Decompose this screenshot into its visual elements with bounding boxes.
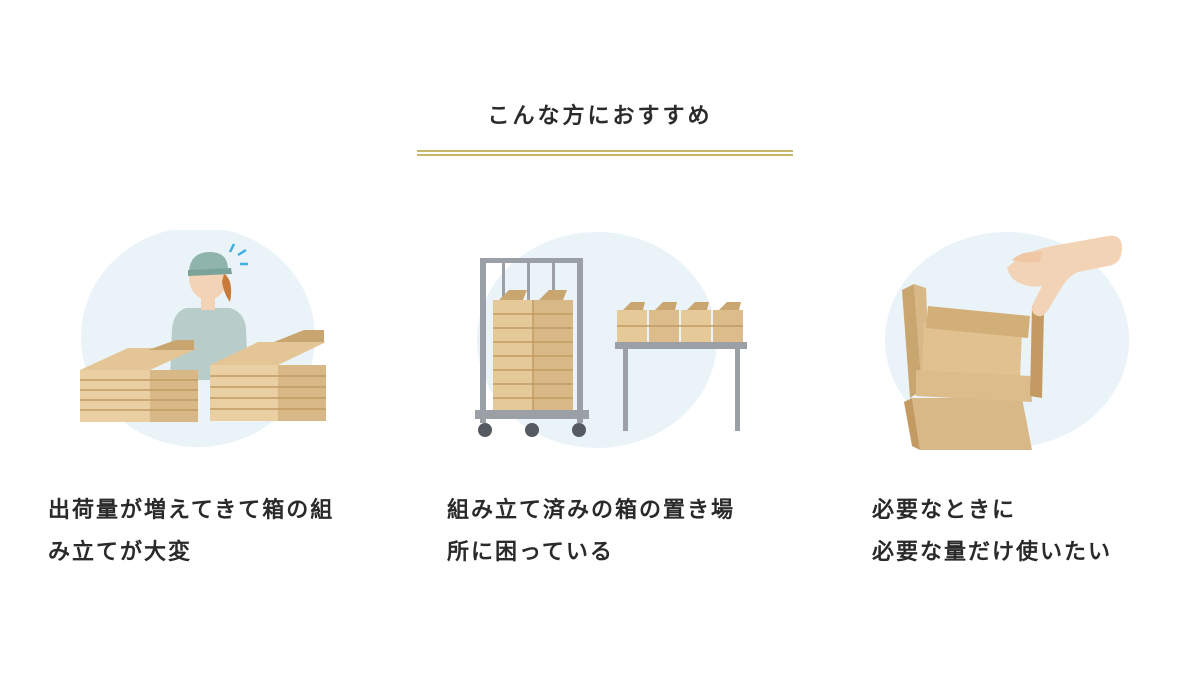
caption-line-2: み立てが大変 <box>48 540 193 565</box>
recommendation-caption: 組み立て済みの箱の置き場 所に困っている <box>447 490 787 574</box>
caption-line-1: 組み立て済みの箱の置き場 <box>447 498 736 523</box>
cart-and-table-with-boxes-icon <box>447 230 777 460</box>
caption-line-1: 必要なときに <box>872 498 1017 523</box>
section-title: こんな方におすすめ <box>487 104 713 129</box>
recommendation-card-assembly: 出荷量が増えてきて箱の組 み立てが大変 <box>48 230 378 565</box>
recommendation-caption: 必要なときに 必要な量だけ使いたい <box>872 490 1200 574</box>
recommendation-caption: 出荷量が増えてきて箱の組 み立てが大変 <box>48 490 388 574</box>
caption-line-2: 必要な量だけ使いたい <box>872 540 1113 565</box>
recommendation-card-on-demand: 必要なときに 必要な量だけ使いたい <box>872 230 1200 565</box>
recommendation-card-storage: 組み立て済みの箱の置き場 所に困っている <box>447 230 777 565</box>
hand-lifting-box-icon <box>872 230 1200 460</box>
caption-line-2: 所に困っている <box>447 540 614 565</box>
worker-with-box-stacks-icon <box>48 230 378 460</box>
title-double-rule <box>417 150 793 156</box>
caption-line-1: 出荷量が増えてきて箱の組 <box>48 498 335 523</box>
